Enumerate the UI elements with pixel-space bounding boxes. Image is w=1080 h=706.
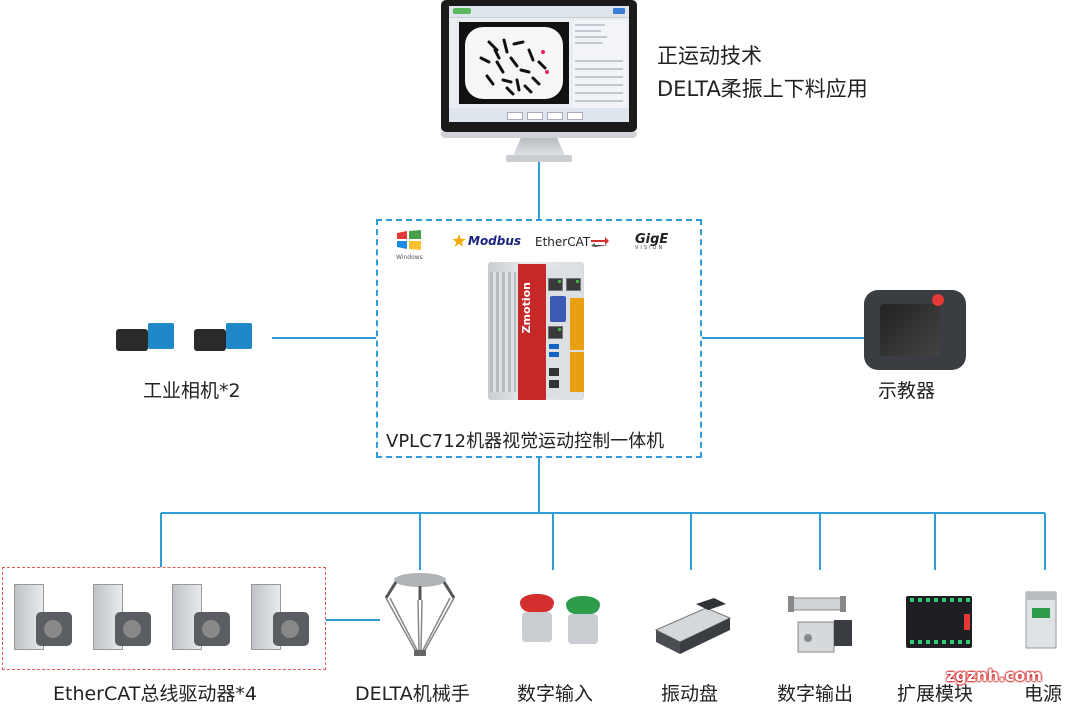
title-line-1: 正运动技术 (657, 44, 762, 68)
gige-logo: GigE VISION (635, 232, 668, 251)
vibration-plate (654, 598, 732, 654)
parts-scatter (479, 38, 549, 96)
modbus-text: Modbus (468, 234, 522, 248)
terminal-block (570, 298, 584, 350)
pendant-label: 示教器 (878, 380, 936, 402)
delta-robot (384, 573, 456, 656)
delta-robot-label: DELTA机械手 (355, 683, 470, 705)
controller-label: VPLC712机器视觉运动控制一体机 (386, 431, 665, 452)
controller-brand: Zmotion (520, 282, 533, 334)
controller-heatsink (490, 272, 516, 392)
ethernet-port (548, 278, 563, 291)
terminal-block (570, 352, 584, 392)
power-supply-label: 电源 (1024, 683, 1063, 705)
windows-text: Windows (396, 254, 423, 261)
vibration-plate-label: 振动盘 (661, 683, 719, 705)
solenoid-valve (788, 596, 852, 653)
teach-pendant (864, 290, 966, 370)
ethercat-arrows-icon (591, 237, 610, 247)
camera-2 (194, 318, 274, 358)
screen-toolbar (449, 108, 629, 122)
io-connector (549, 368, 559, 376)
ethernet-port (566, 278, 581, 291)
ethercat-text: EtherCAT (535, 235, 591, 249)
servo-drive-3 (172, 584, 232, 654)
monitor (441, 0, 637, 132)
drives-frame (2, 567, 326, 670)
usb-port (549, 344, 559, 349)
screen-side-panel (573, 20, 627, 118)
controller-frame (376, 219, 702, 458)
monitor-chin (441, 132, 637, 138)
servo-drive-4 (251, 584, 311, 654)
windows-icon (397, 230, 421, 250)
servo-drive-1 (14, 584, 74, 654)
screen-camera-view (459, 22, 569, 104)
ethernet-port (548, 326, 563, 339)
windows-logo: Windows (396, 230, 423, 261)
pendant-screen (880, 304, 940, 356)
modbus-logo: Modbus (452, 234, 521, 248)
camera-1 (116, 320, 196, 360)
usb-port (549, 352, 559, 357)
expansion-module-label: 扩展模块 (897, 683, 974, 705)
monitor-stand (513, 138, 565, 156)
gige-text: GigE (635, 232, 669, 247)
gige-subtext: VISION (635, 245, 665, 251)
servo-drive-2 (93, 584, 153, 654)
emergency-stop-icon (932, 294, 944, 306)
camera-label: 工业相机*2 (143, 380, 241, 402)
screen-action-button (613, 8, 625, 14)
monitor-screen (449, 6, 629, 122)
digital-input-buttons (518, 594, 608, 660)
power-supply (1025, 591, 1057, 649)
ethercat-logo: EtherCAT (535, 235, 610, 249)
screen-status-badge (453, 8, 471, 14)
digital-input-label: 数字输入 (517, 683, 594, 705)
controller-red-panel (518, 264, 546, 400)
monitor-stand-base (506, 155, 572, 162)
vga-port (550, 296, 566, 322)
title-line-2: DELTA柔振上下料应用 (657, 77, 868, 101)
drives-label: EtherCAT总线驱动器*4 (53, 683, 257, 705)
digital-output-label: 数字输出 (777, 683, 854, 705)
watermark: zgznh.com (946, 666, 1043, 685)
expansion-module (906, 596, 972, 648)
io-connector (549, 380, 559, 388)
screen-titlebar (449, 6, 629, 18)
modbus-star-icon (452, 234, 466, 247)
